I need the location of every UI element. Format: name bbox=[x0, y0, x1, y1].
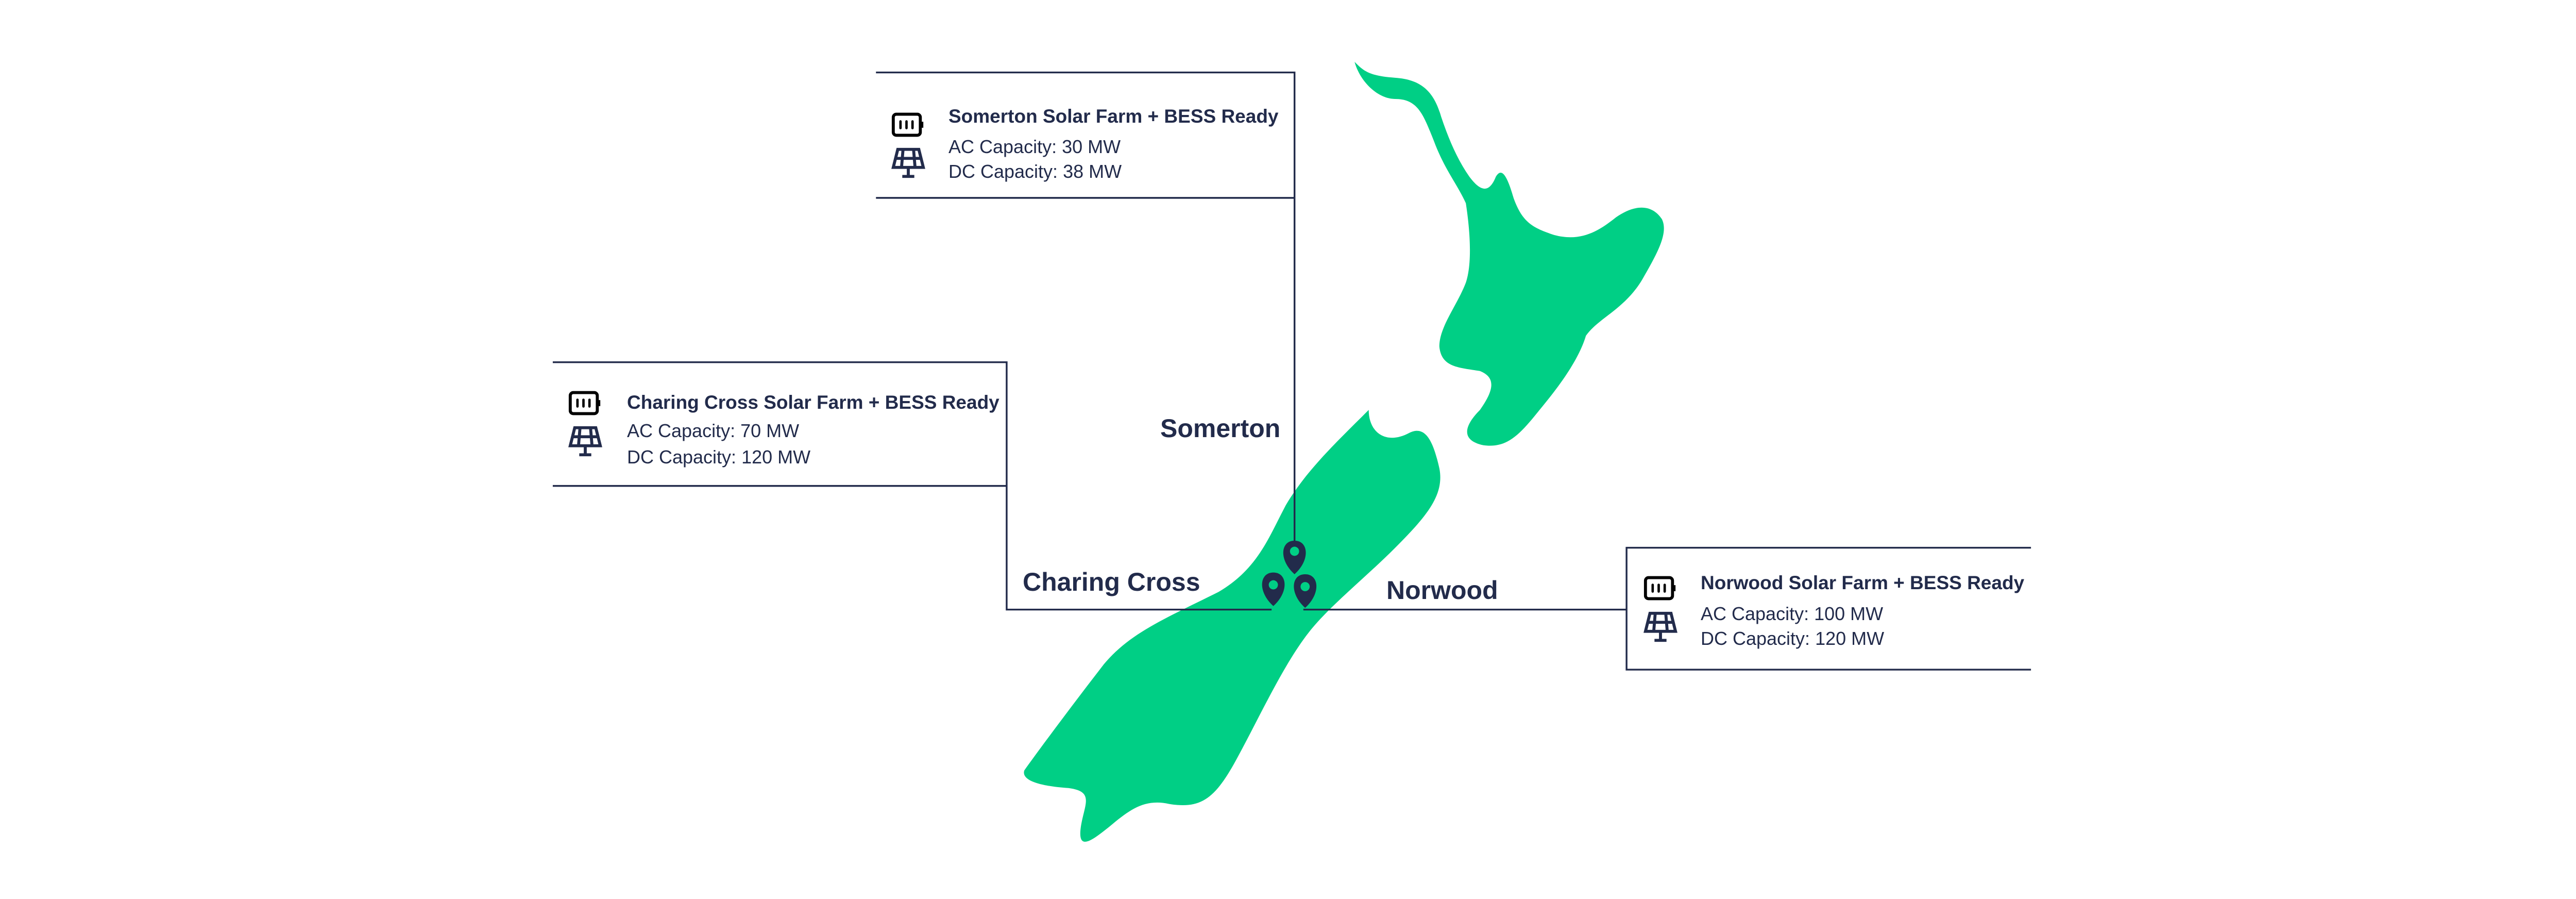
south-island bbox=[1024, 410, 1440, 842]
battery-icon bbox=[891, 112, 924, 137]
battery-icon bbox=[1643, 576, 1676, 601]
norwood-card-outline bbox=[1625, 546, 2031, 671]
site-card-title: Somerton Solar Farm + BESS Ready bbox=[948, 106, 1279, 127]
leader-lines bbox=[552, 71, 2031, 671]
map-pin-icon[interactable] bbox=[1262, 540, 1317, 608]
ac-capacity: AC Capacity: 70 MW bbox=[627, 420, 800, 441]
dc-capacity: DC Capacity: 38 MW bbox=[948, 161, 1122, 182]
site-card-title: Charing Cross Solar Farm + BESS Ready bbox=[627, 392, 999, 413]
solar-panel-icon bbox=[568, 426, 602, 457]
north-island bbox=[1354, 61, 1664, 446]
solar-panel-icon bbox=[891, 147, 925, 178]
site-label-somerton: Somerton bbox=[1160, 414, 1281, 443]
ac-capacity: AC Capacity: 30 MW bbox=[948, 136, 1121, 157]
dc-capacity: DC Capacity: 120 MW bbox=[627, 446, 811, 468]
site-card-title: Norwood Solar Farm + BESS Ready bbox=[1701, 572, 2025, 593]
site-label-norwood: Norwood bbox=[1386, 576, 1498, 605]
dc-capacity: DC Capacity: 120 MW bbox=[1701, 628, 1885, 649]
ac-capacity: AC Capacity: 100 MW bbox=[1701, 603, 1884, 624]
somerton-leader bbox=[876, 71, 1296, 548]
battery-icon bbox=[568, 391, 601, 415]
solar-panel-icon bbox=[1643, 611, 1677, 642]
site-label-charing-cross: Charing Cross bbox=[1023, 568, 1200, 596]
